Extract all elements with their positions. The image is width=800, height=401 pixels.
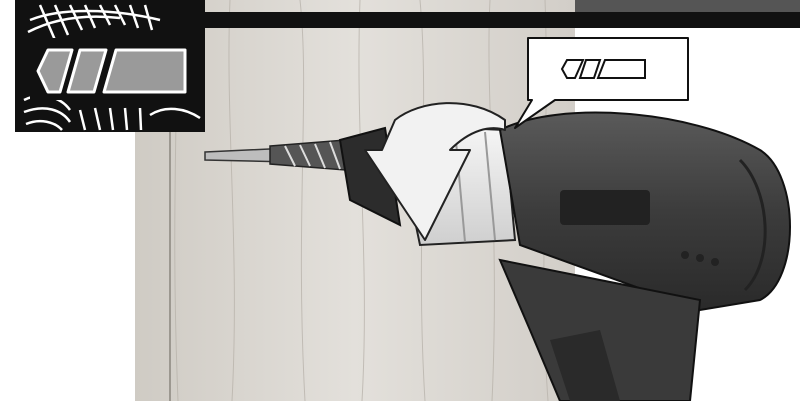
top-frame-band [135,12,800,28]
wood-material-inset [15,0,205,132]
